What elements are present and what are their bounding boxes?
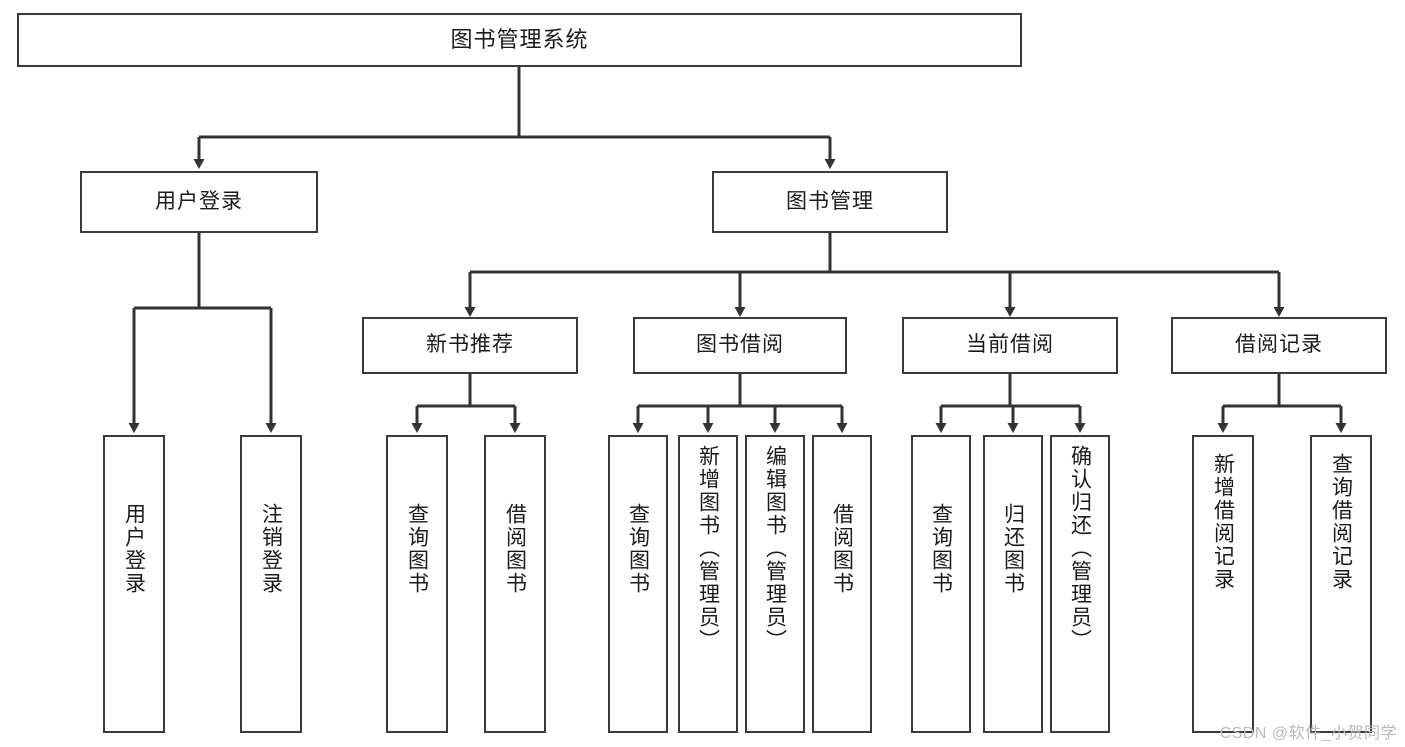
node-leaf-borrow-book-1-label: 借阅图书: [503, 503, 527, 595]
node-book-manage-label: 图书管理: [786, 189, 874, 213]
node-leaf-add-borrow-record-label: 新增借阅记录: [1211, 453, 1235, 591]
node-leaf-query-book-2-label: 查询图书: [626, 503, 650, 595]
node-leaf-borrow-book-2[interactable]: 借阅图书: [812, 435, 872, 733]
node-leaf-confirm-return-admin[interactable]: 确认归还（管理员）: [1050, 435, 1110, 733]
node-borrow-record-label: 借阅记录: [1235, 333, 1323, 357]
node-leaf-add-book-admin[interactable]: 新增图书（管理员）: [678, 435, 738, 733]
node-leaf-query-book-2[interactable]: 查询图书: [608, 435, 668, 733]
node-leaf-edit-book-admin[interactable]: 编辑图书（管理员）: [745, 435, 805, 733]
node-leaf-query-book-3-label: 查询图书: [929, 503, 953, 595]
node-root[interactable]: 图书管理系统: [17, 13, 1022, 67]
node-leaf-edit-book-admin-label: 编辑图书（管理员）: [763, 445, 787, 652]
node-leaf-borrow-book-2-label: 借阅图书: [830, 503, 854, 595]
node-book-borrow[interactable]: 图书借阅: [633, 317, 847, 374]
node-current-borrow[interactable]: 当前借阅: [902, 317, 1118, 374]
node-root-label: 图书管理系统: [450, 27, 589, 53]
node-leaf-logout-label: 注销登录: [259, 503, 283, 595]
node-leaf-user-login-label: 用户登录: [122, 503, 146, 595]
node-leaf-add-book-admin-label: 新增图书（管理员）: [696, 445, 720, 652]
node-leaf-query-borrow-record-label: 查询借阅记录: [1329, 453, 1353, 591]
node-book-borrow-label: 图书借阅: [696, 333, 784, 357]
node-borrow-record[interactable]: 借阅记录: [1171, 317, 1387, 374]
node-user-login-label: 用户登录: [155, 189, 243, 213]
node-leaf-return-book[interactable]: 归还图书: [983, 435, 1043, 733]
node-book-manage[interactable]: 图书管理: [712, 171, 948, 233]
node-leaf-confirm-return-admin-label: 确认归还（管理员）: [1068, 445, 1092, 652]
node-new-book-recommend-label: 新书推荐: [426, 333, 514, 357]
node-new-book-recommend[interactable]: 新书推荐: [362, 317, 578, 374]
node-leaf-add-borrow-record[interactable]: 新增借阅记录: [1192, 435, 1254, 733]
node-leaf-query-book-1-label: 查询图书: [405, 503, 429, 595]
node-leaf-query-borrow-record[interactable]: 查询借阅记录: [1310, 435, 1372, 733]
node-leaf-return-book-label: 归还图书: [1001, 503, 1025, 595]
node-current-borrow-label: 当前借阅: [966, 333, 1054, 357]
csdn-watermark: CSDN @软件_小贺同学: [1219, 725, 1397, 742]
node-user-login[interactable]: 用户登录: [80, 171, 318, 233]
node-leaf-user-login[interactable]: 用户登录: [103, 435, 165, 733]
node-leaf-logout[interactable]: 注销登录: [240, 435, 302, 733]
node-leaf-query-book-3[interactable]: 查询图书: [911, 435, 971, 733]
node-leaf-query-book-1[interactable]: 查询图书: [386, 435, 448, 733]
node-leaf-borrow-book-1[interactable]: 借阅图书: [484, 435, 546, 733]
